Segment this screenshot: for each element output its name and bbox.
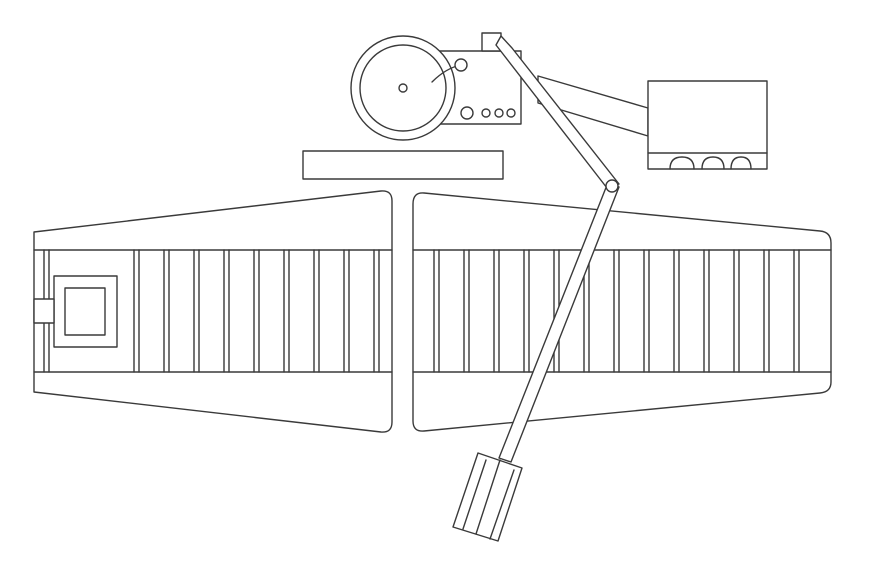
control-box — [537, 75, 768, 170]
turntable-unit — [350, 32, 522, 141]
knob-small-2 — [494, 108, 504, 118]
spindle — [398, 83, 408, 93]
knob-large — [460, 106, 474, 120]
bar-plate — [302, 150, 504, 180]
conveyor-right — [412, 192, 832, 432]
spreader-arm — [452, 35, 620, 542]
conveyor-left — [33, 190, 393, 433]
spreader-head-inner-left — [462, 459, 487, 530]
knob-small-1 — [481, 108, 491, 118]
tone-arm-pivot — [454, 58, 468, 72]
spreader-head-inner-right — [489, 469, 515, 540]
control-box-scallops — [669, 156, 752, 170]
turntable-disc-inner — [359, 44, 447, 132]
control-box-body — [647, 80, 768, 170]
spreader-head-divider — [475, 459, 501, 535]
turntable-disc — [350, 35, 456, 141]
knob-small-3 — [506, 108, 516, 118]
inspection-box-outer — [53, 275, 118, 348]
inspection-box-tab — [33, 298, 55, 324]
elbow-joint — [605, 179, 619, 193]
inspection-box-inner — [64, 287, 106, 336]
